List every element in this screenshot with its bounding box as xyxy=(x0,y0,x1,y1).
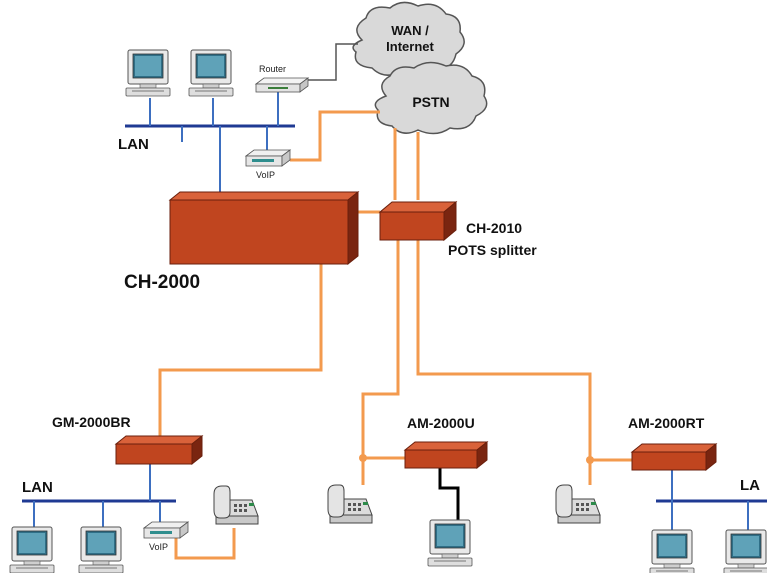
junction-dot xyxy=(359,454,367,462)
lan-bottom-left-label: LAN xyxy=(22,479,53,496)
telephone-icon xyxy=(213,485,259,525)
voip-top-label: VoIP xyxy=(256,170,275,180)
pots-splitter-label: POTS splitter xyxy=(448,242,537,258)
bottom-right-lan-drops xyxy=(671,470,749,532)
gm-2000br-device xyxy=(114,434,204,466)
junction-dot xyxy=(586,456,594,464)
router-icon xyxy=(255,77,309,93)
telephone-icon xyxy=(327,484,373,524)
gm-2000br-label: GM-2000BR xyxy=(52,414,131,430)
router-label: Router xyxy=(259,64,286,74)
lan-top-label: LAN xyxy=(118,136,149,153)
am-2000rt-device xyxy=(630,442,718,472)
ch-2010-splitter-device xyxy=(378,200,458,242)
ch-2000-device xyxy=(168,190,360,266)
pstn-label: PSTN xyxy=(412,94,449,110)
wan-label-line2: Internet xyxy=(386,39,434,54)
telephone-icon xyxy=(555,484,601,524)
voip-adapter-icon xyxy=(143,521,189,539)
computer-icon xyxy=(125,49,171,97)
computer-icon xyxy=(723,529,767,573)
pstn-cloud: PSTN xyxy=(374,61,488,135)
copper-lines xyxy=(158,110,632,560)
router-wan-link xyxy=(306,43,358,81)
wan-label-line1: WAN / xyxy=(391,23,429,38)
wan-internet-cloud: WAN / Internet xyxy=(352,1,465,76)
lan-bottom-right-label: LA xyxy=(740,477,760,494)
top-lan-drops xyxy=(149,92,279,192)
am-2000u-device xyxy=(403,440,489,470)
computer-icon xyxy=(427,519,473,567)
ch-2000-label: CH-2000 xyxy=(124,272,200,293)
computer-icon xyxy=(9,526,55,573)
computer-icon xyxy=(649,529,695,573)
am-2000u-label: AM-2000U xyxy=(407,415,475,431)
computer-icon xyxy=(188,49,234,97)
bottom-left-lan-drops xyxy=(33,463,161,528)
am-2000rt-label: AM-2000RT xyxy=(628,415,705,431)
voip-adapter-icon xyxy=(245,149,291,167)
ethernet-black-line xyxy=(438,468,460,520)
computer-icon xyxy=(78,526,124,573)
voip-bottom-label: VoIP xyxy=(149,542,168,552)
ch-2010-label: CH-2010 xyxy=(466,220,522,236)
